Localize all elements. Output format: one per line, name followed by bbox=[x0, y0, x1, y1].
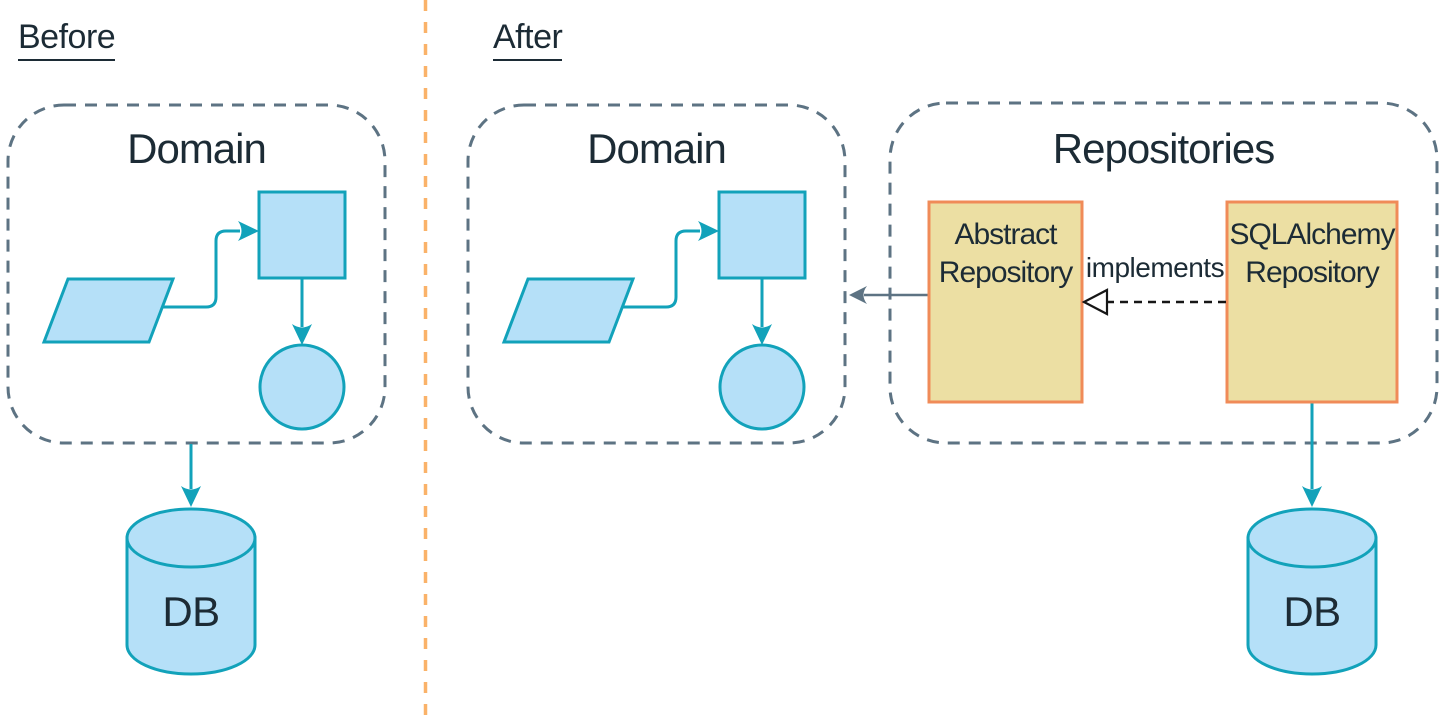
before-parallelogram-shape bbox=[41, 277, 176, 344]
repository-to-domain-arrowhead bbox=[849, 286, 867, 304]
repositories-box-border bbox=[888, 101, 1439, 445]
before-db-cylinder-body bbox=[125, 536, 257, 676]
before-square-to-circle-arrowhead bbox=[292, 324, 312, 345]
after-db-cylinder-body bbox=[1246, 536, 1378, 676]
before-db-label: DB bbox=[162, 588, 220, 635]
before-square-shape bbox=[257, 190, 347, 280]
before-section-label: Before bbox=[18, 18, 116, 61]
sqlalchemy-repository-label-line1: SQLAlchemy bbox=[1229, 218, 1395, 251]
sqlalchemy-repository-box bbox=[1225, 200, 1399, 404]
repositories-title: Repositories bbox=[1052, 125, 1275, 172]
after-circle-shape bbox=[718, 343, 806, 431]
after-db-cylinder-lid bbox=[1246, 507, 1378, 569]
before-circle-shape bbox=[258, 343, 346, 431]
implements-label: implements bbox=[1085, 252, 1225, 283]
after-section-label: After bbox=[493, 18, 563, 61]
before-domain-to-db-arrowhead bbox=[181, 486, 201, 507]
sqlalchemy-repository-label: SQLAlchemy Repository bbox=[1227, 216, 1397, 292]
implements-arrowhead-open-triangle bbox=[1081, 288, 1109, 316]
abstract-repository-label-line2: Repository bbox=[938, 256, 1073, 289]
before-domain-title: Domain bbox=[127, 125, 267, 172]
before-domain-box-border bbox=[6, 103, 387, 445]
after-flow-connector-arrowhead bbox=[698, 221, 719, 241]
after-square-shape bbox=[717, 190, 807, 280]
before-db-cylinder-lid bbox=[125, 507, 257, 569]
sqlalchemy-to-db-arrowhead bbox=[1302, 486, 1322, 507]
abstract-repository-label: Abstract Repository bbox=[929, 216, 1082, 292]
before-db-cylinder bbox=[125, 507, 257, 676]
abstract-repository-label-line1: Abstract bbox=[954, 218, 1057, 251]
after-parallelogram-shape bbox=[501, 277, 636, 344]
after-domain-title: Domain bbox=[587, 125, 727, 172]
after-square-to-circle-arrowhead bbox=[752, 324, 772, 345]
sqlalchemy-repository-label-line2: Repository bbox=[1245, 256, 1379, 289]
before-flow-connector-arrowhead bbox=[238, 221, 259, 241]
after-db-label: DB bbox=[1283, 588, 1341, 635]
before-flow-connector-line bbox=[162, 229, 240, 309]
after-flow-connector-line bbox=[622, 229, 700, 309]
after-db-cylinder bbox=[1246, 507, 1378, 676]
after-domain-box-border bbox=[466, 103, 847, 445]
